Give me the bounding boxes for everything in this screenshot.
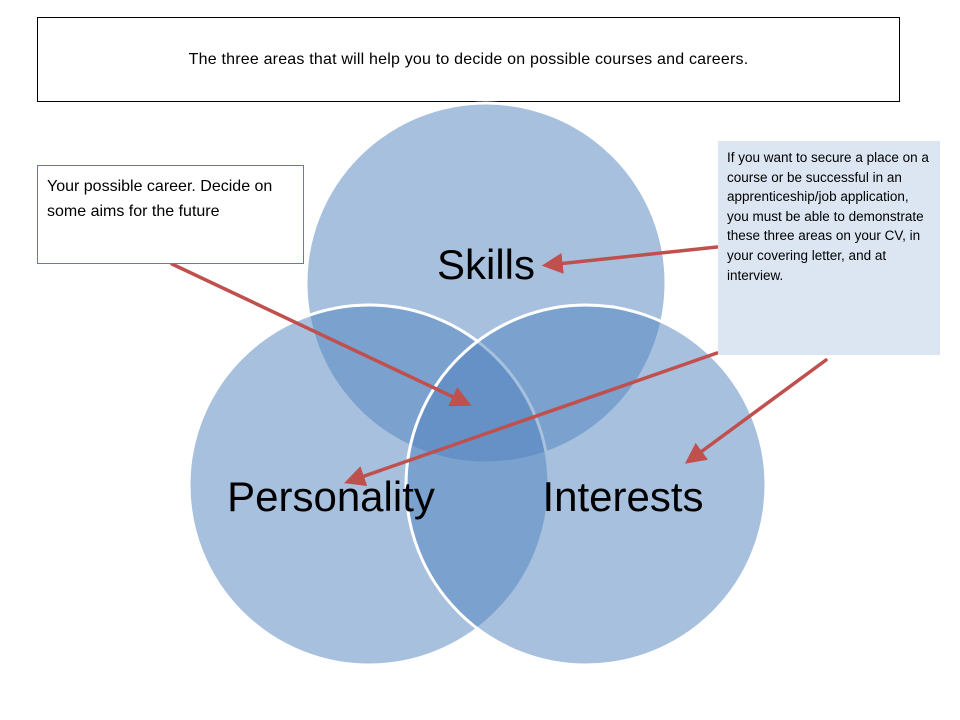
page-title: The three areas that will help you to de… [188, 50, 749, 68]
note-box: If you want to secure a place on a cours… [718, 141, 940, 355]
skills-label: Skills [437, 241, 535, 288]
arrows [170, 245, 828, 487]
interests-label: Interests [542, 473, 703, 520]
interests-circle [404, 303, 768, 667]
career-box: Your possible career. Decide on some aim… [37, 165, 304, 264]
title-box: The three areas that will help you to de… [37, 17, 900, 102]
arrow-note-to-interests [684, 358, 828, 464]
arrow-note-to-personality [344, 351, 719, 487]
venn-circles [187, 101, 768, 667]
arrow-note-to-skills [541, 245, 719, 274]
arrow-career-to-center [170, 262, 472, 407]
note-box-text: If you want to secure a place on a cours… [727, 150, 929, 283]
personality-label: Personality [227, 473, 435, 520]
career-box-text: Your possible career. Decide on some aim… [47, 178, 273, 220]
